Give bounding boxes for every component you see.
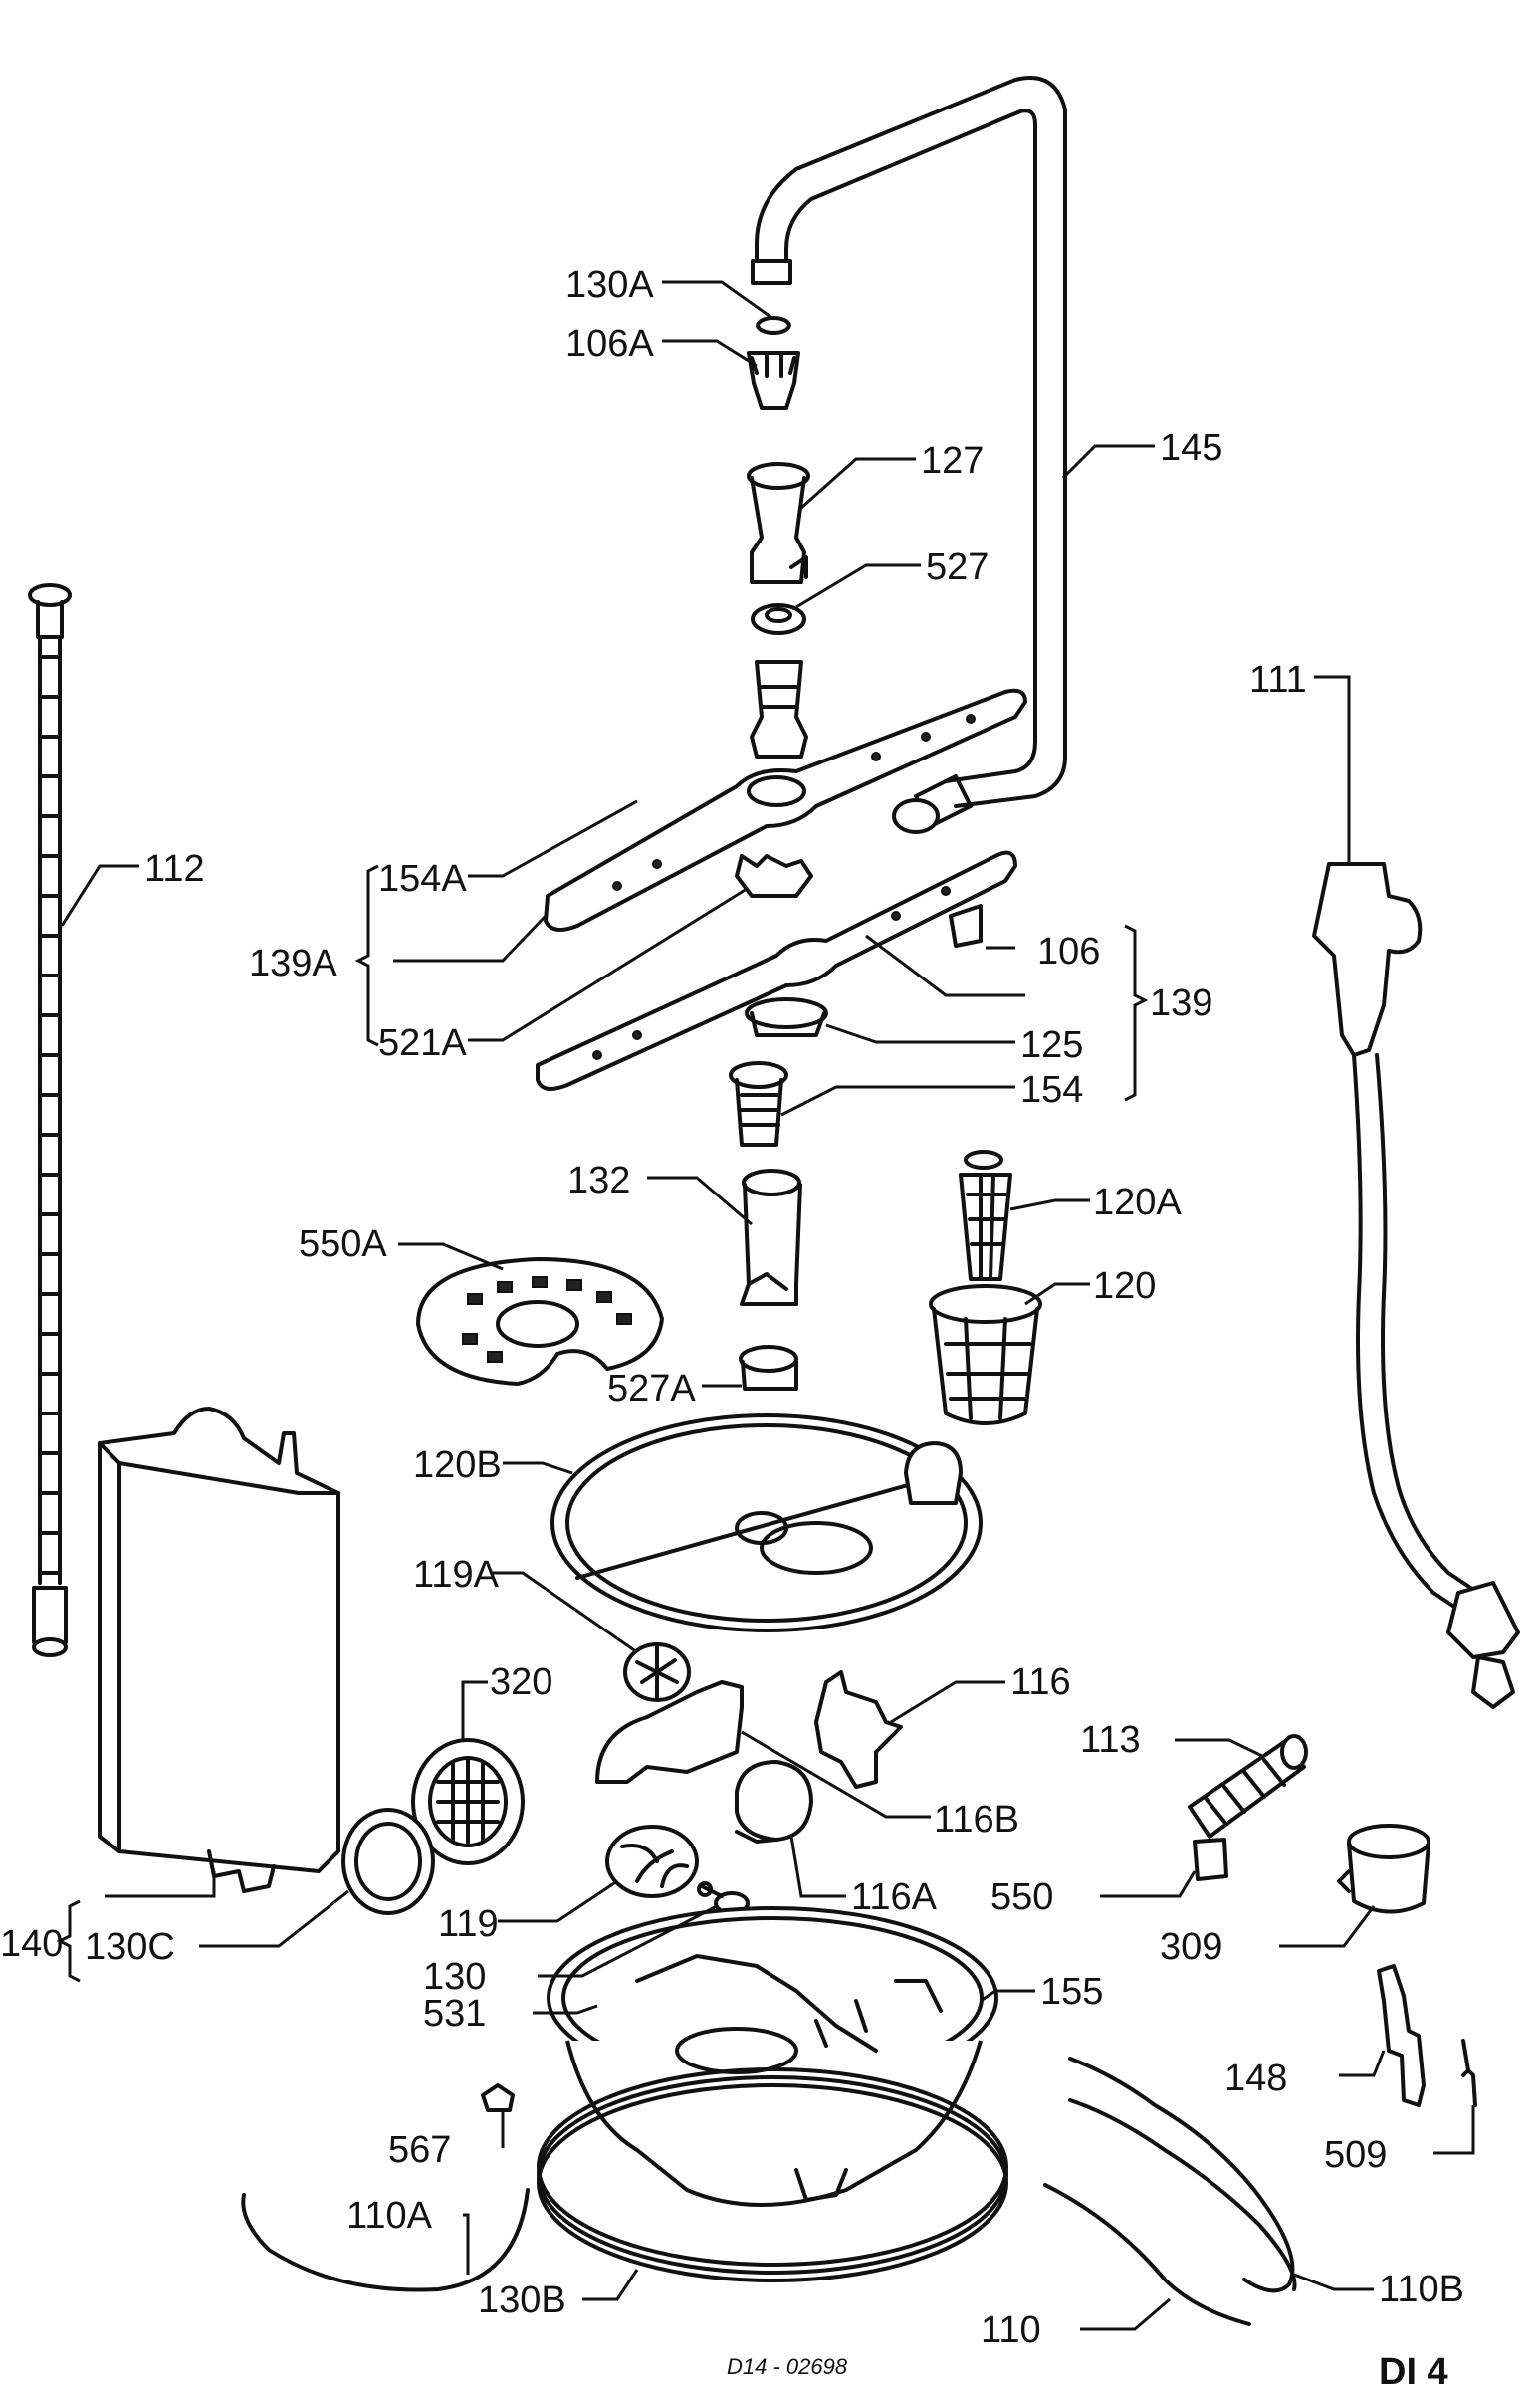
disc-550a bbox=[416, 1257, 664, 1386]
drawing-code: D14 - 02698 bbox=[727, 2354, 848, 2379]
label-116a: 116A bbox=[851, 1876, 938, 1918]
label-106a: 106A bbox=[565, 324, 654, 365]
label-113: 113 bbox=[1080, 1719, 1141, 1761]
label-130: 130 bbox=[423, 1956, 486, 1998]
bracket-braces bbox=[56, 864, 1149, 1983]
nut-527 bbox=[751, 603, 806, 635]
label-125: 125 bbox=[1020, 1024, 1083, 1066]
label-509: 509 bbox=[1324, 2134, 1387, 2176]
impeller-119 bbox=[605, 1825, 699, 1898]
label-550: 550 bbox=[990, 1876, 1053, 1918]
sheet-id: DI 4 bbox=[1379, 2351, 1448, 2389]
filter-120 bbox=[929, 1284, 1042, 1425]
label-531: 531 bbox=[423, 1993, 486, 2035]
label-521a: 521A bbox=[378, 1022, 467, 1064]
bracket-148 bbox=[1377, 1964, 1426, 2107]
label-527a: 527A bbox=[607, 1368, 696, 1410]
filter-120a bbox=[959, 1150, 1012, 1281]
valve-116 bbox=[814, 1670, 903, 1789]
label-110b: 110B bbox=[1379, 2269, 1464, 2310]
label-112: 112 bbox=[144, 848, 205, 890]
label-155: 155 bbox=[1040, 1971, 1103, 2013]
label-139a: 139A bbox=[249, 943, 337, 984]
label-130c: 130C bbox=[85, 1926, 175, 1968]
ring-130c bbox=[341, 1808, 435, 1915]
label-132: 132 bbox=[567, 1160, 630, 1201]
clip-521a bbox=[735, 854, 813, 898]
label-120b: 120B bbox=[413, 1444, 502, 1486]
label-127: 127 bbox=[921, 440, 984, 482]
bearing-125 bbox=[745, 997, 828, 1037]
tube-132 bbox=[740, 1169, 802, 1306]
sump-155 bbox=[547, 1906, 998, 2207]
label-309: 309 bbox=[1160, 1926, 1222, 1968]
valve-116a bbox=[735, 1760, 813, 1844]
label-154: 154 bbox=[1020, 1069, 1083, 1111]
label-110: 110 bbox=[981, 2309, 1041, 2351]
block-550 bbox=[1193, 1838, 1228, 1881]
label-154a: 154A bbox=[378, 858, 467, 900]
water-softener-tank-140 bbox=[98, 1407, 340, 1893]
inlet-fitting-113 bbox=[1188, 1734, 1308, 1839]
part-labels: 130A 106A 127 145 527 111 112 154A 139A … bbox=[0, 264, 1464, 2389]
leader-lines bbox=[60, 280, 1475, 2331]
label-130b: 130B bbox=[478, 2280, 566, 2321]
cap-309 bbox=[1337, 1824, 1430, 1914]
gasket-130b bbox=[537, 2067, 1008, 2282]
tube-110 bbox=[1043, 2183, 1251, 2326]
label-120: 120 bbox=[1093, 1265, 1156, 1307]
label-567: 567 bbox=[388, 2129, 451, 2171]
lower-spray-arm bbox=[536, 850, 1017, 1091]
label-110a: 110A bbox=[346, 2195, 433, 2237]
clip-567 bbox=[481, 2083, 515, 2112]
label-320: 320 bbox=[490, 1661, 552, 1703]
upper-spray-arm bbox=[544, 660, 1027, 932]
label-148: 148 bbox=[1224, 2058, 1287, 2099]
label-116b: 116B bbox=[934, 1799, 1019, 1841]
filter-plate-120b bbox=[550, 1413, 983, 1632]
nut-106a bbox=[747, 351, 800, 410]
hose-112 bbox=[28, 583, 72, 1657]
ring-130a bbox=[756, 316, 791, 335]
tube-110a bbox=[241, 2188, 530, 2292]
label-145: 145 bbox=[1160, 427, 1222, 469]
hub-154 bbox=[729, 1061, 788, 1147]
label-111: 111 bbox=[1249, 659, 1307, 701]
hose-111 bbox=[1312, 862, 1520, 1709]
upper-spray-pipe bbox=[751, 76, 1067, 834]
connector-127 bbox=[747, 462, 810, 584]
ring-527a bbox=[739, 1345, 798, 1391]
label-550a: 550A bbox=[299, 1223, 387, 1265]
label-116: 116 bbox=[1010, 1661, 1071, 1703]
label-130a: 130A bbox=[565, 264, 654, 306]
clip-106 bbox=[949, 904, 983, 948]
label-119a: 119A bbox=[413, 1554, 500, 1596]
label-120a: 120A bbox=[1093, 1182, 1182, 1223]
label-106: 106 bbox=[1037, 931, 1100, 973]
label-119: 119 bbox=[438, 1903, 499, 1945]
label-139: 139 bbox=[1150, 982, 1212, 1024]
label-140: 140 bbox=[0, 1923, 63, 1965]
impeller-cover-119a bbox=[623, 1642, 691, 1702]
pin-509 bbox=[1461, 2039, 1477, 2107]
pump-cover-320 bbox=[411, 1738, 525, 1865]
tube-110b bbox=[1068, 2057, 1295, 2293]
valve-116b bbox=[595, 1680, 744, 1784]
label-527: 527 bbox=[926, 546, 989, 588]
